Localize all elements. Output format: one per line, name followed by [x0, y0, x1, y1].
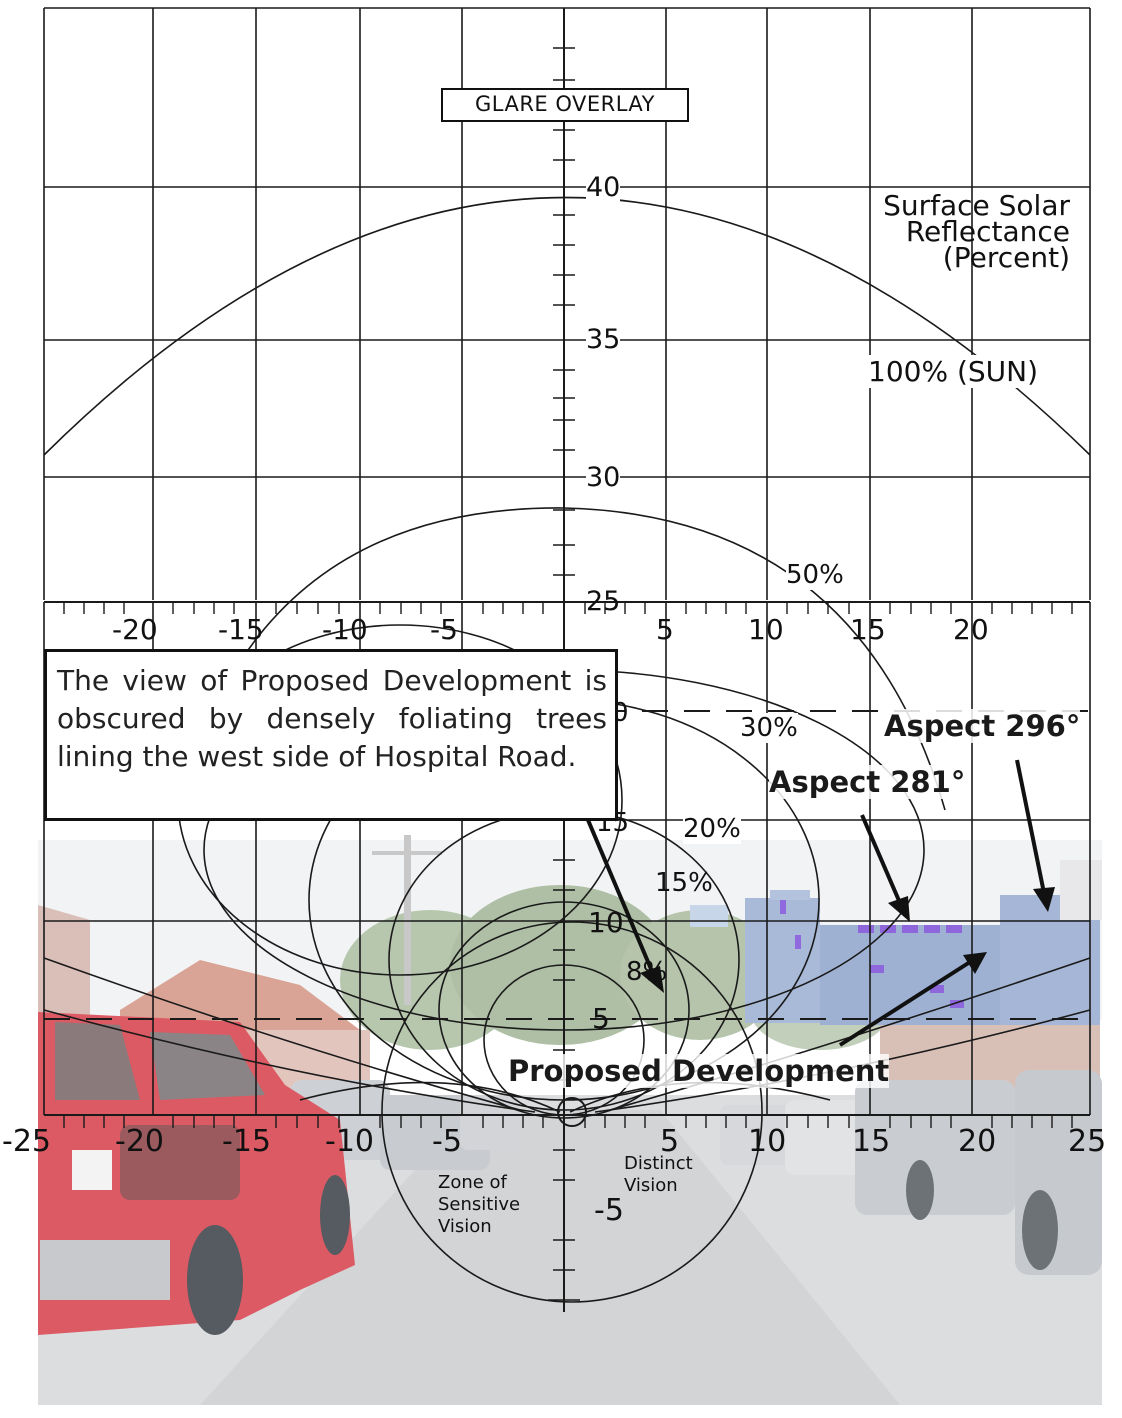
y-tick-10: 10: [588, 906, 624, 939]
y-tick-25: 25: [586, 586, 621, 617]
parked-car: [855, 1080, 1015, 1215]
legend-line: Reflectance: [905, 215, 1070, 248]
lower-x-tick: 20: [958, 1124, 997, 1159]
lower-x-tick: 5: [660, 1124, 680, 1159]
power-pole: [404, 835, 411, 1005]
lower-x-tick: -5: [432, 1124, 462, 1159]
contour-label-8: 8%: [626, 957, 668, 987]
contour-label-15: 15%: [655, 868, 713, 898]
upper-x-tick: 15: [850, 613, 886, 646]
contour-label-50: 50%: [786, 560, 844, 590]
label-line: Sensitive: [438, 1194, 521, 1215]
upper-x-tick: -10: [322, 613, 368, 646]
lower-x-tick: 15: [852, 1124, 891, 1159]
vertical-axis-ticks: [548, 47, 580, 1301]
glare-highlight: [780, 900, 964, 1008]
contour-50: [179, 507, 946, 811]
contour-label-20: 20%: [683, 814, 741, 844]
upper-x-tick: -5: [430, 613, 458, 646]
y-tick-minus-5: -5: [594, 1193, 624, 1228]
upper-x-tick: 10: [748, 613, 784, 646]
obscured-view-callout: The view of Proposed Development is obsc…: [44, 649, 618, 821]
contour-label-30: 30%: [740, 713, 798, 743]
label-line: Zone of: [438, 1172, 507, 1193]
parked-car: [720, 1105, 790, 1165]
upper-grid: [43, 7, 1091, 1312]
lower-x-tick: -25: [2, 1124, 51, 1159]
contour-8: [483, 964, 645, 1116]
lower-x-tick: 25: [1068, 1124, 1107, 1159]
contour-100: [43, 196, 1091, 456]
upper-scale-ticks: [63, 602, 1073, 614]
distinct-vision: [557, 1097, 587, 1127]
contour-12: [438, 901, 690, 1119]
aspect-296-label: Aspect 296°: [884, 709, 1081, 743]
parked-car: [460, 1095, 520, 1150]
lower-x-tick: -15: [222, 1124, 271, 1159]
overlay-title: GLARE OVERLAY: [441, 88, 689, 122]
house-roof: [120, 960, 360, 1030]
upper-x-tick: 20: [953, 613, 989, 646]
contour-label-100: 100% (SUN): [868, 355, 1039, 388]
red-car: [38, 1012, 355, 1335]
annotation-arrows: [586, 759, 1055, 1047]
upper-x-tick: -20: [112, 613, 158, 646]
lower-x-tick: -10: [325, 1124, 374, 1159]
aspect-281-label: Aspect 281°: [769, 765, 966, 799]
proposed-development-label: Proposed Development: [508, 1054, 890, 1088]
zone-of-sensitive-vision: [381, 921, 763, 1303]
lower-scale-ticks: [63, 1115, 1073, 1128]
label-line: Vision: [624, 1175, 678, 1196]
lower-x-tick: 10: [748, 1124, 787, 1159]
street-photo: [38, 835, 1102, 1405]
legend-title: Surface Solar Reflectance (Percent): [820, 189, 1070, 274]
distinct-vision-label: Distinct Vision: [624, 1153, 693, 1197]
label-line: Vision: [438, 1216, 492, 1237]
y-tick-35: 35: [586, 324, 621, 355]
y-tick-40: 40: [586, 172, 621, 203]
legend-line: Surface Solar: [883, 189, 1070, 222]
legend-line: (Percent): [942, 241, 1070, 274]
y-tick-5: 5: [592, 1002, 610, 1035]
upper-x-tick: -15: [218, 613, 264, 646]
y-tick-30: 30: [586, 462, 621, 493]
label-line: Distinct: [624, 1153, 693, 1174]
upper-x-tick: 5: [656, 613, 674, 646]
zone-of-sensitive-vision-label: Zone of Sensitive Vision: [438, 1172, 520, 1238]
lower-x-tick: -20: [115, 1124, 164, 1159]
